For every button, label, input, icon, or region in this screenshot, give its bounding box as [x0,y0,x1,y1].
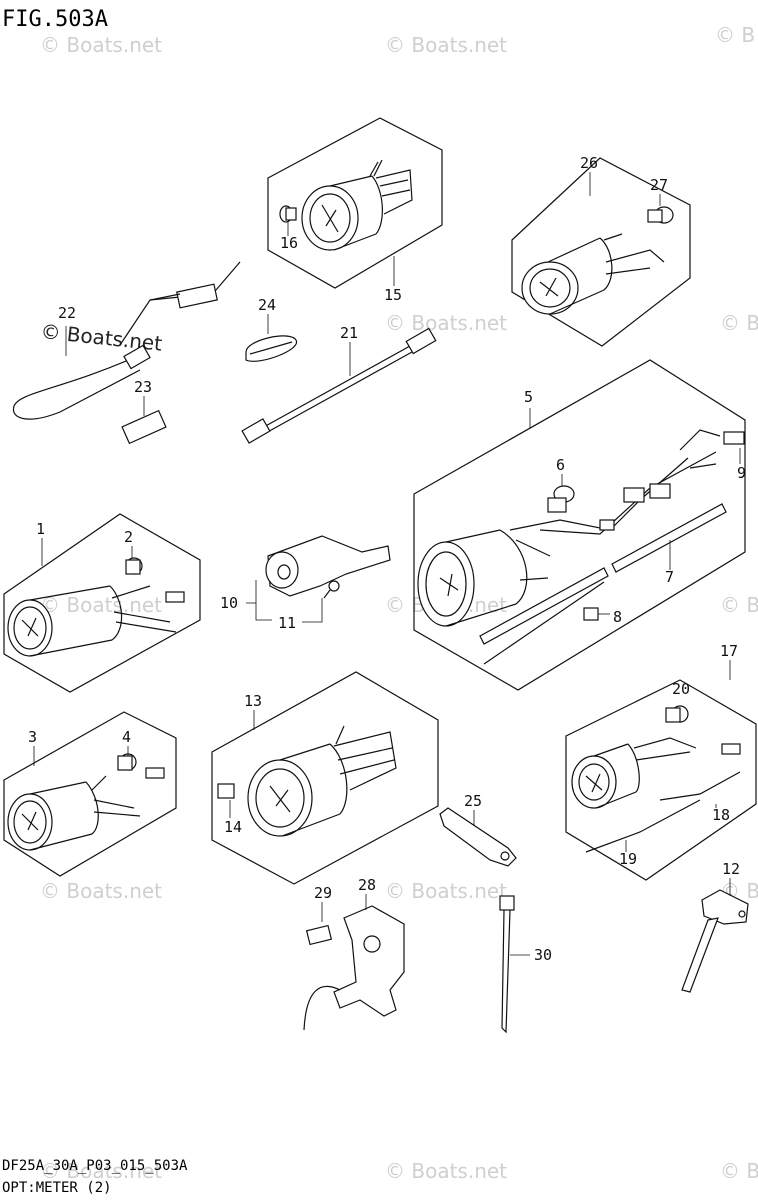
watermark: © B [720,593,758,617]
watermark: © Boats.net [385,311,507,335]
watermark: © Boats.net [385,1159,507,1183]
callout-11: 11 [278,614,296,632]
callout-25: 25 [464,792,482,810]
callout-22: 22 [58,304,76,322]
callout-6: 6 [556,456,565,474]
part-group-17: 17 20 18 19 [565,642,757,881]
callout-14: 14 [224,818,242,836]
watermark: © B [715,23,755,47]
watermark: © B [720,311,758,335]
part-group-10: 10 11 [220,535,391,632]
callout-30: 30 [534,946,552,964]
watermarks: © Boats.net © Boats.net © B © Boats.net … [39,23,758,1183]
callout-10: 10 [220,594,238,612]
callout-28: 28 [358,876,376,894]
callout-27: 27 [650,176,668,194]
part-25-bracket: 25 [439,792,517,867]
callout-24: 24 [258,296,276,314]
callout-15: 15 [384,286,402,304]
callout-21: 21 [340,324,358,342]
part-group-28: 29 28 [303,876,405,1031]
part-group-5: 6 9 7 8 5 [413,359,746,691]
part-23-connector: 23 [121,378,167,445]
watermark: © Boats.net [40,593,162,617]
callout-16: 16 [280,234,298,252]
part-group-26: 26 27 [511,154,691,347]
watermark: © B [720,1159,758,1183]
part-group-1: 1 2 [3,513,201,693]
watermark: © Boats.net [40,1159,162,1183]
callout-12: 12 [722,860,740,878]
callout-17: 17 [720,642,738,660]
part-22-cable: 22 [12,261,241,420]
drawing-code: DF25A_30A_P03_015_503A [2,1158,188,1174]
callout-18: 18 [712,806,730,824]
watermark: © Boats.net [40,879,162,903]
callout-20: 20 [672,680,690,698]
part-24-grommet: 24 [245,296,297,362]
part-21-cable: 21 [241,324,437,444]
figure-title: FIG.503A [2,7,108,32]
callout-2: 2 [124,528,133,546]
callout-1: 1 [36,520,45,538]
callout-7: 7 [665,568,674,586]
callout-5: 5 [524,388,533,406]
callout-9: 9 [737,464,746,482]
callout-4: 4 [122,728,131,746]
callout-19: 19 [619,850,637,868]
part-30-tie: 30 [499,895,552,1034]
callout-26: 26 [580,154,598,172]
callout-23: 23 [134,378,152,396]
watermark: © Boats.net [385,33,507,57]
callout-8: 8 [613,608,622,626]
callout-3: 3 [28,728,37,746]
watermark: © Boats.net [40,33,162,57]
part-12-lever: 12 [681,860,749,993]
watermark: © Boats.net [385,879,507,903]
callout-29: 29 [314,884,332,902]
part-group-13: 14 13 [211,671,439,885]
drawing-name: OPT:METER (2) [2,1180,112,1196]
part-group-15: 16 15 [267,117,443,304]
callout-13: 13 [244,692,262,710]
part-group-3: 3 4 [3,711,177,877]
